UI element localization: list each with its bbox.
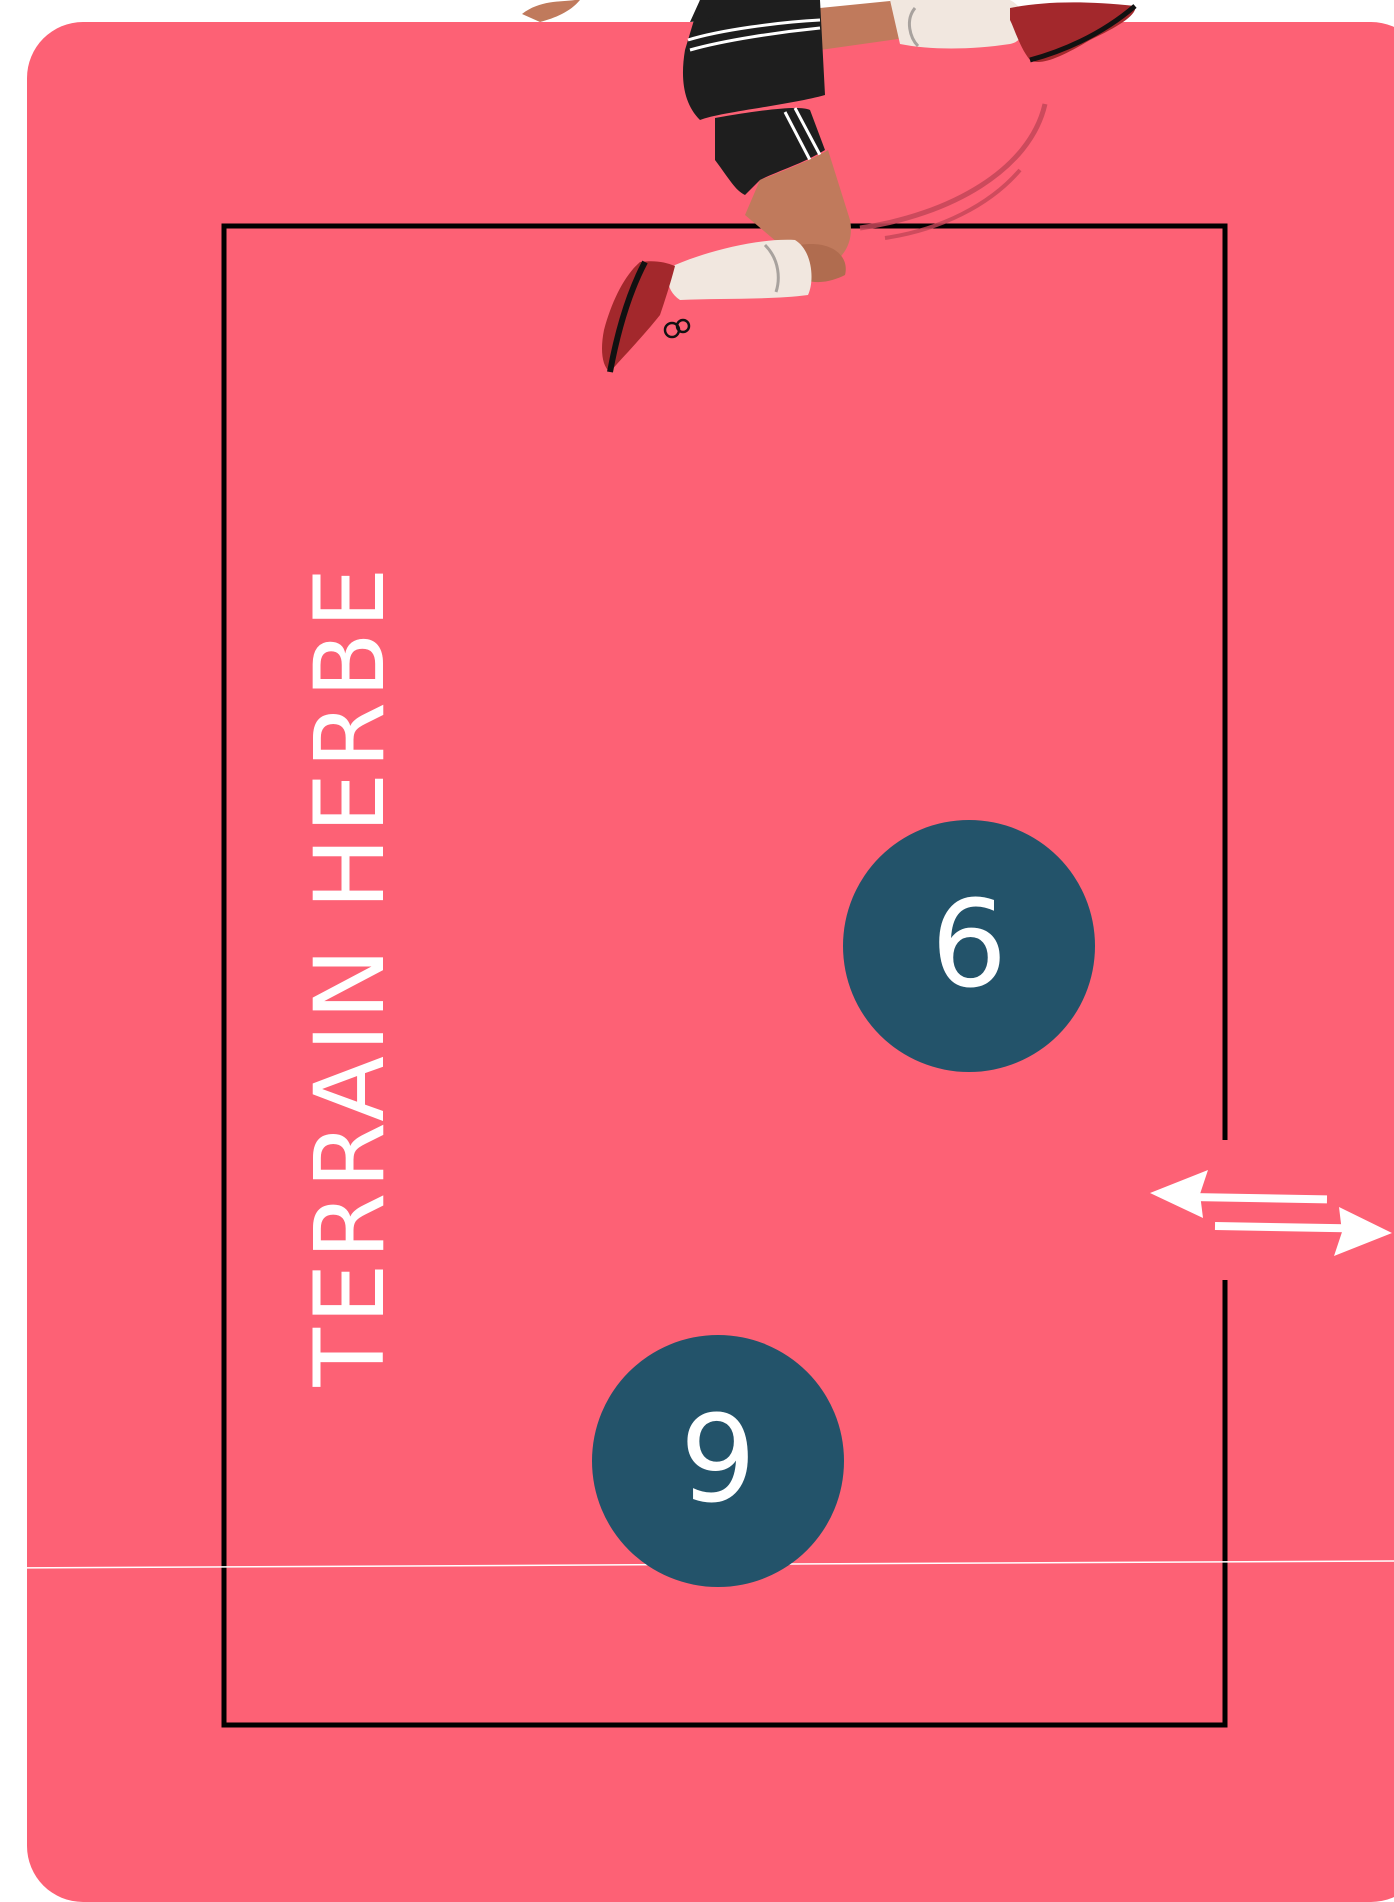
field-label: TERRAIN HERBE <box>302 563 398 1386</box>
player-9-number: 9 <box>680 1401 756 1521</box>
player-6-number: 6 <box>931 886 1007 1006</box>
diagram-stage: TERRAIN HERBE 6 9 <box>0 0 1394 1854</box>
two-way-arrow-icon <box>1150 1170 1392 1256</box>
player-9-marker: 9 <box>592 1335 844 1587</box>
soccer-player-kick-illustration <box>522 0 1135 372</box>
player-6-marker: 6 <box>843 820 1095 1072</box>
